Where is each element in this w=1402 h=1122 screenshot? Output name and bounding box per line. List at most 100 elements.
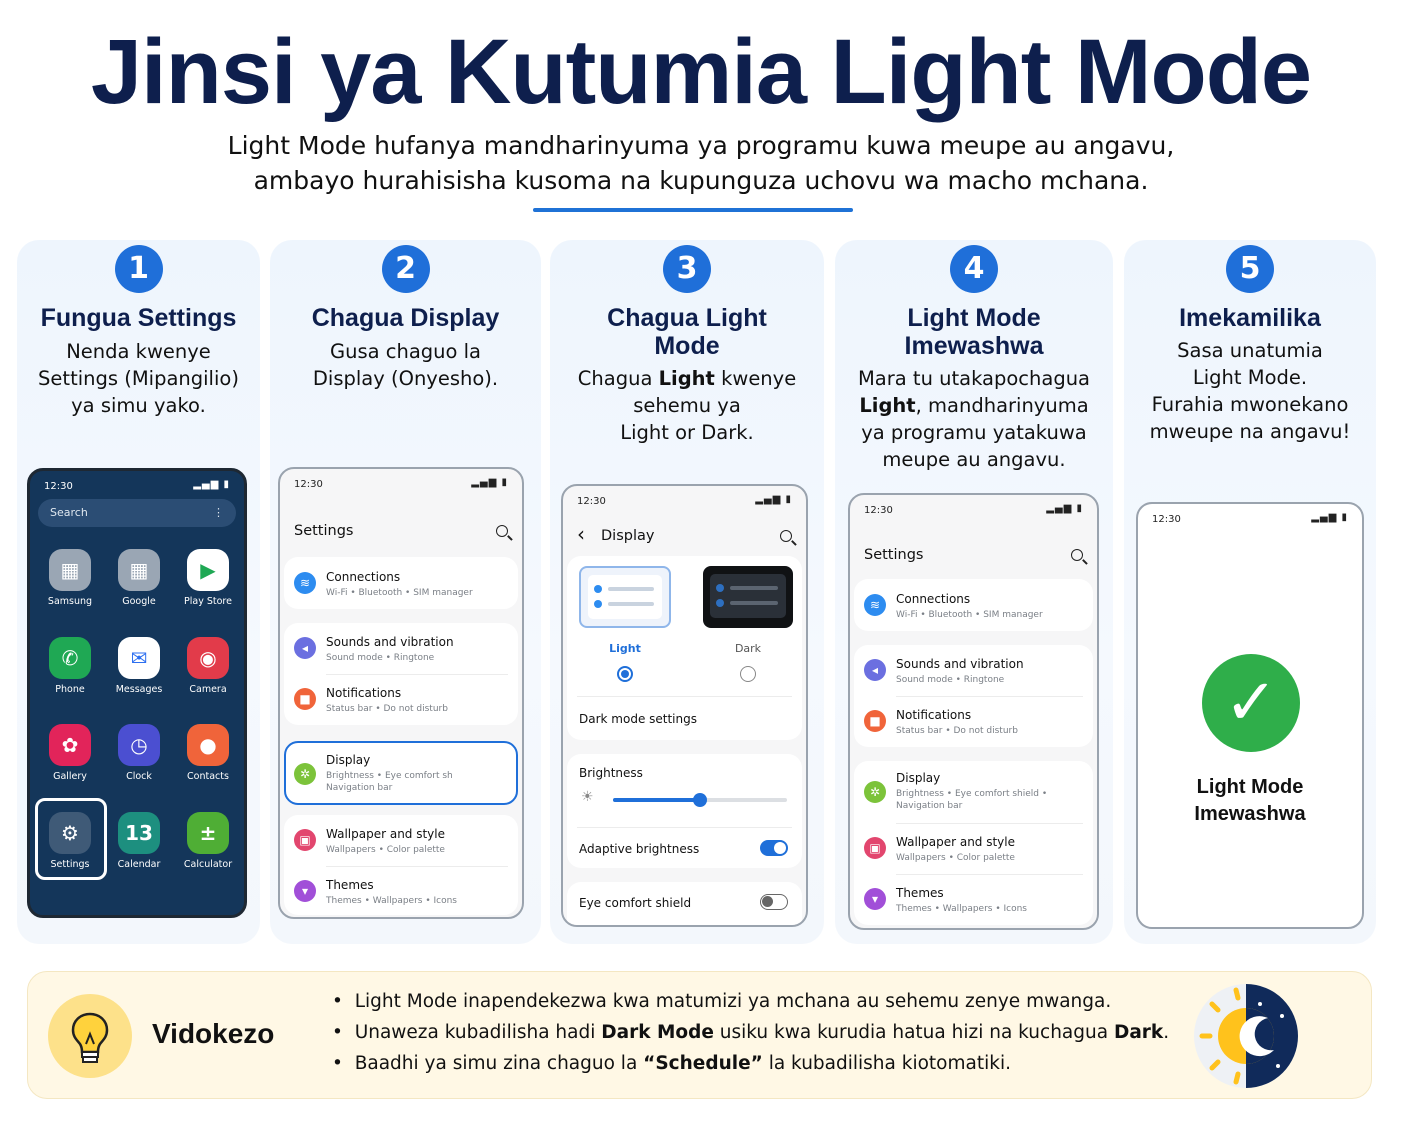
item-subtitle: Status bar • Do not disturb — [326, 704, 448, 714]
settings-item-notifications[interactable]: ■ Notifications Status bar • Do not dist… — [284, 674, 518, 724]
search-icon[interactable] — [780, 530, 792, 542]
play-store-icon: ▶ — [187, 549, 229, 591]
home-search-bar[interactable]: Search ⋮ — [38, 499, 236, 527]
status-time: 12:30 — [864, 505, 893, 516]
search-label: Search — [50, 506, 88, 519]
settings-item-themes[interactable]: ▾ Themes Themes • Wallpapers • Icons — [284, 866, 518, 916]
app-phone[interactable]: ✆Phone — [40, 637, 100, 695]
status-time: 12:30 — [577, 496, 606, 507]
settings-item-sounds[interactable]: ◂ Sounds and vibration Sound mode • Ring… — [854, 645, 1093, 695]
settings-item-display[interactable]: ✲ Display Brightness • Eye comfort sh Na… — [284, 741, 518, 805]
mode-selector: Light Dark Dark mode settings — [567, 556, 802, 740]
item-title: Sounds and vibration — [896, 657, 1024, 671]
desc-line: Light or Dark. — [620, 421, 754, 444]
settings-group-connections: ≋ Connections Wi-Fi • Bluetooth • SIM ma… — [854, 579, 1093, 631]
light-label: Light — [609, 642, 641, 655]
settings-item-sounds[interactable]: ◂ Sounds and vibration Sound mode • Ring… — [284, 623, 518, 673]
desc-line: ya programu yatakuwa — [861, 421, 1087, 444]
status-time: 12:30 — [1152, 514, 1181, 525]
item-subtitle: Wallpapers • Color palette — [896, 853, 1015, 863]
eye-comfort-toggle[interactable] — [760, 894, 788, 910]
app-label: Calculator — [183, 859, 233, 870]
app-label: Play Store — [184, 596, 232, 607]
settings-item-themes[interactable]: ▾ Themes Themes • Wallpapers • Icons — [854, 874, 1093, 924]
dark-radio[interactable] — [740, 666, 756, 682]
settings-item-wallpaper[interactable]: ▣ Wallpaper and style Wallpapers • Color… — [854, 823, 1093, 873]
item-title: Themes — [896, 886, 944, 900]
settings-item-connections[interactable]: ≋ Connections Wi-Fi • Bluetooth • SIM ma… — [854, 579, 1093, 631]
settings-app-highlight — [35, 798, 107, 880]
themes-icon: ▾ — [294, 880, 316, 902]
app-settings[interactable]: ⚙Settings — [40, 812, 100, 870]
app-clock[interactable]: ◷Clock — [109, 724, 169, 782]
display-icon: ✲ — [864, 781, 886, 803]
app-calculator[interactable]: ±Calculator — [178, 812, 238, 870]
phone-icon: ✆ — [49, 637, 91, 679]
app-google[interactable]: ▦Google — [109, 549, 169, 607]
item-subtitle: Wallpapers • Color palette — [326, 845, 445, 855]
eye-comfort-label: Eye comfort shield — [579, 896, 692, 910]
app-contacts[interactable]: ●Contacts — [178, 724, 238, 782]
item-title: Display — [326, 753, 371, 767]
themes-icon: ▾ — [864, 888, 886, 910]
step-card-5: 5 Imekamilika Sasa unatumia Light Mode. … — [1124, 240, 1376, 944]
separator — [896, 823, 1083, 824]
brightness-label: Brightness — [579, 766, 643, 780]
check-icon: ✓ — [1202, 654, 1300, 752]
dark-mode-settings-link[interactable]: Dark mode settings — [579, 712, 697, 726]
desc-line: sehemu ya — [633, 394, 741, 417]
subtitle-line-1: Light Mode hufanya mandharinyuma ya prog… — [227, 131, 1175, 160]
light-mode-preview[interactable] — [579, 566, 671, 628]
app-messages[interactable]: ✉Messages — [109, 637, 169, 695]
item-title: Wallpaper and style — [896, 835, 1016, 849]
settings-item-connections[interactable]: ≋ Connections Wi-Fi • Bluetooth • SIM ma… — [284, 557, 518, 609]
status-time: 12:30 — [294, 479, 323, 490]
clock-icon: ◷ — [118, 724, 160, 766]
app-samsung[interactable]: ▦Samsung — [40, 549, 100, 607]
item-title: Connections — [326, 570, 401, 584]
tips-panel: Vidokezo • Light Mode inapendekezwa kwa … — [27, 971, 1372, 1099]
step-card-2: 2 Chagua Display Gusa chaguo la Display … — [270, 240, 541, 944]
app-play-store[interactable]: ▶ Play Store — [178, 549, 238, 607]
display-settings-phone: 12:30 ▂▄▆ ▮ ‹ Display — [561, 484, 808, 927]
tip-item-2: • Unaweza kubadilisha hadi Dark Mode usi… — [332, 1022, 1170, 1043]
desc-line: Display (Onyesho). — [312, 367, 499, 390]
settings-item-wallpaper[interactable]: ▣ Wallpaper and style Wallpapers • Color… — [284, 815, 518, 865]
lightbulb-icon — [48, 994, 132, 1078]
adaptive-brightness-toggle[interactable] — [760, 840, 788, 856]
app-label: Camera — [189, 684, 227, 695]
step-card-4: 4 Light Mode Imewashwa Mara tu utakapoch… — [835, 240, 1113, 944]
more-options-icon[interactable]: ⋮ — [213, 506, 224, 519]
app-camera[interactable]: ◉Camera — [178, 637, 238, 695]
notifications-icon: ■ — [294, 688, 316, 710]
title-line: Chagua Light — [607, 304, 767, 332]
brightness-slider[interactable] — [613, 793, 787, 807]
step-title: Chagua Display — [311, 304, 500, 332]
wifi-icon: ≋ — [294, 572, 316, 594]
dark-label: Dark — [734, 642, 762, 655]
back-icon[interactable]: ‹ — [577, 522, 585, 546]
tip-item-1: • Light Mode inapendekezwa kwa matumizi … — [332, 991, 1112, 1012]
desc-line: Chagua Light kwenye — [577, 367, 797, 390]
light-radio-selected[interactable] — [617, 666, 633, 682]
settings-item-display[interactable]: ✲ Display Brightness • Eye comfort shiel… — [854, 761, 1093, 821]
app-label: Calendar — [117, 859, 161, 870]
step-description: Chagua Light kwenye sehemu ya Light or D… — [560, 365, 814, 446]
title-line: Mode — [654, 332, 720, 360]
settings-light-phone: 12:30 ▂▄▆ ▮ Settings ≋ Connections Wi-Fi… — [848, 493, 1099, 930]
tip-item-3: • Baadhi ya simu zina chaguo la “Schedul… — [332, 1053, 1011, 1074]
step-number-badge: 1 — [114, 245, 163, 293]
search-icon[interactable] — [496, 525, 508, 537]
app-gallery[interactable]: ✿Gallery — [40, 724, 100, 782]
step-card-3: 3 Chagua Light Mode Chagua Light kwenye … — [550, 240, 824, 944]
search-icon[interactable] — [1071, 549, 1083, 561]
settings-item-notifications[interactable]: ■ Notifications Status bar • Do not dist… — [854, 696, 1093, 746]
item-title: Sounds and vibration — [326, 635, 454, 649]
dark-mode-preview[interactable] — [703, 566, 793, 628]
step-number-badge: 5 — [1226, 245, 1274, 293]
brightness-slider-thumb[interactable] — [693, 793, 707, 807]
status-signal-icon: ▂▄▆ ▮ — [1046, 503, 1083, 514]
contacts-icon: ● — [187, 724, 229, 766]
item-title: Themes — [326, 878, 374, 892]
